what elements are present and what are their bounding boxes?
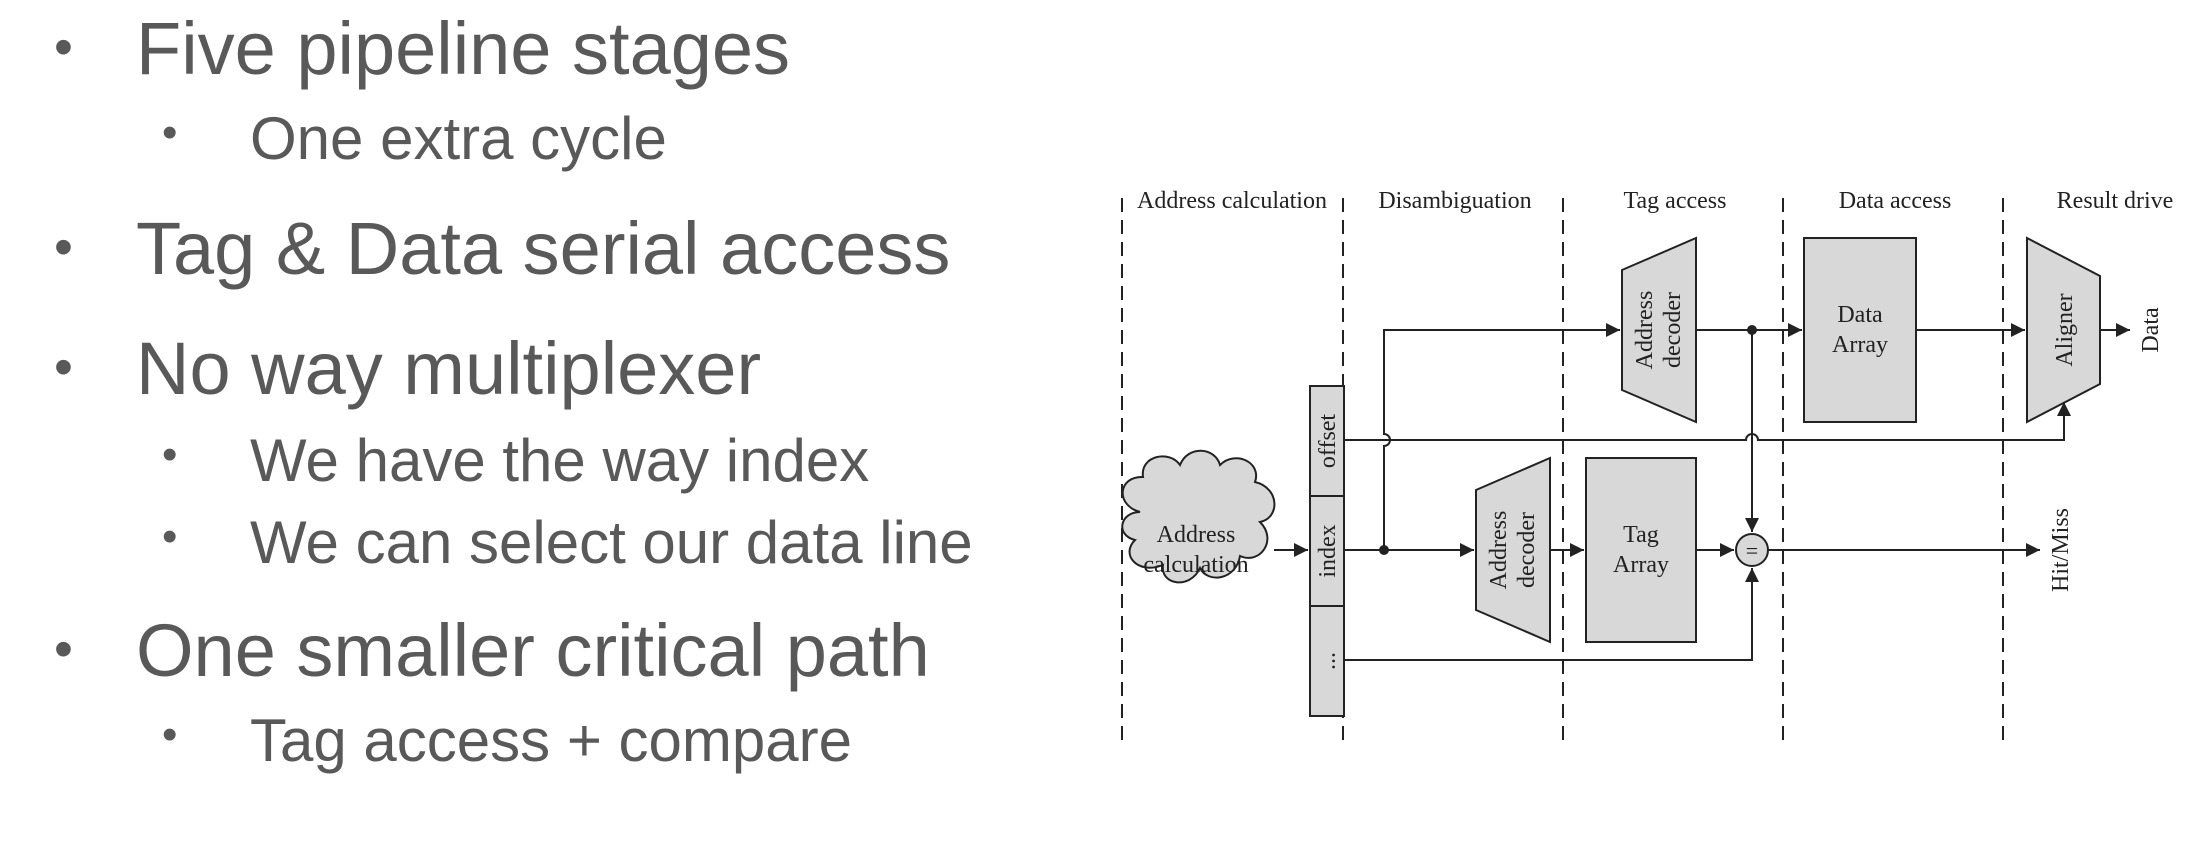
stage-labels: Address calculation Disambiguation Tag a… [1137, 188, 2173, 214]
wires [1274, 323, 2130, 661]
aligner-label: Aligner [2052, 293, 2078, 366]
bullet-item: • We can select our data line [162, 508, 973, 577]
rest-field [1309, 605, 1345, 717]
bullet-text: One smaller critical path [136, 609, 930, 692]
index-field-label: index [1315, 524, 1341, 577]
bullet-text: We can select our data line [250, 509, 973, 576]
bullet-list: • Five pipeline stages • One extra cycle… [54, 6, 973, 775]
rest-field-label: ... [1315, 652, 1341, 670]
stage-label: Disambiguation [1378, 188, 1531, 214]
wire [1344, 402, 2071, 441]
bullet-item: • One smaller critical path [54, 608, 930, 693]
stage-label: Data access [1839, 188, 1952, 214]
bullet-dot: • [54, 619, 73, 679]
aligner: Aligner [2026, 236, 2101, 424]
cache-pipeline-diagram: Address calculation Disambiguation Tag a… [1121, 188, 2173, 745]
bullet-text: Five pipeline stages [136, 7, 791, 90]
bullet-text: No way multiplexer [136, 327, 762, 410]
decoder-label: Address [1486, 511, 1512, 590]
offset-field-label: offset [1315, 414, 1341, 469]
bullet-text: Tag access + compare [250, 707, 852, 774]
bullet-item: • Tag & Data serial access [54, 206, 951, 291]
tag-array-label: Tag [1623, 522, 1659, 548]
tag-array-label: Array [1613, 552, 1669, 578]
bullet-dot: • [54, 217, 73, 277]
stage-label: Result drive [2057, 188, 2174, 214]
junction-dot [1379, 545, 1389, 555]
decoder-label: decoder [1660, 292, 1686, 368]
output-data-label: Data [2138, 307, 2164, 353]
bullet-item: • Tag access + compare [162, 706, 852, 775]
bullet-text: We have the way index [250, 427, 870, 494]
bullet-dot: • [162, 430, 178, 479]
address-calculation-label: Address [1157, 522, 1236, 548]
bullet-dot: • [54, 337, 73, 397]
bullet-item: • One extra cycle [162, 104, 667, 173]
decoder-label: Address [1632, 291, 1658, 370]
bullet-item: • No way multiplexer [54, 326, 762, 411]
bullet-dot: • [54, 17, 73, 77]
address-decoder-bottom: Address decoder [1475, 456, 1551, 644]
address-decoder-top: Address decoder [1621, 236, 1697, 424]
data-array-label: Data [1837, 302, 1883, 328]
comparator-label: = [1746, 538, 1758, 563]
stage-label: Address calculation [1137, 188, 1327, 214]
junction-dot [1747, 325, 1757, 335]
bullet-text: One extra cycle [250, 105, 667, 172]
address-calculation-label: calculation [1143, 552, 1248, 578]
decoder-label: decoder [1514, 512, 1540, 588]
bullet-dot: • [162, 710, 178, 759]
output-hit-miss-label: Hit/Miss [2048, 508, 2074, 592]
address-register: offset index ... [1309, 385, 1345, 717]
bullet-dot: • [162, 108, 178, 157]
offset-field [1309, 385, 1345, 497]
tag-array: Tag Array [1585, 457, 1697, 643]
comparator: = [1735, 533, 1769, 567]
junction-dots [1379, 325, 1757, 555]
address-calculation-cloud: Address calculation [1121, 449, 1276, 584]
data-array: Data Array [1803, 237, 1917, 423]
wire [1344, 568, 1759, 661]
bullet-text: Tag & Data serial access [136, 207, 951, 290]
bullet-item: • We have the way index [162, 426, 870, 495]
bullet-dot: • [162, 512, 178, 561]
data-array-label: Array [1832, 332, 1888, 358]
stage-label: Tag access [1624, 188, 1727, 214]
bullet-item: • Five pipeline stages [54, 6, 791, 91]
